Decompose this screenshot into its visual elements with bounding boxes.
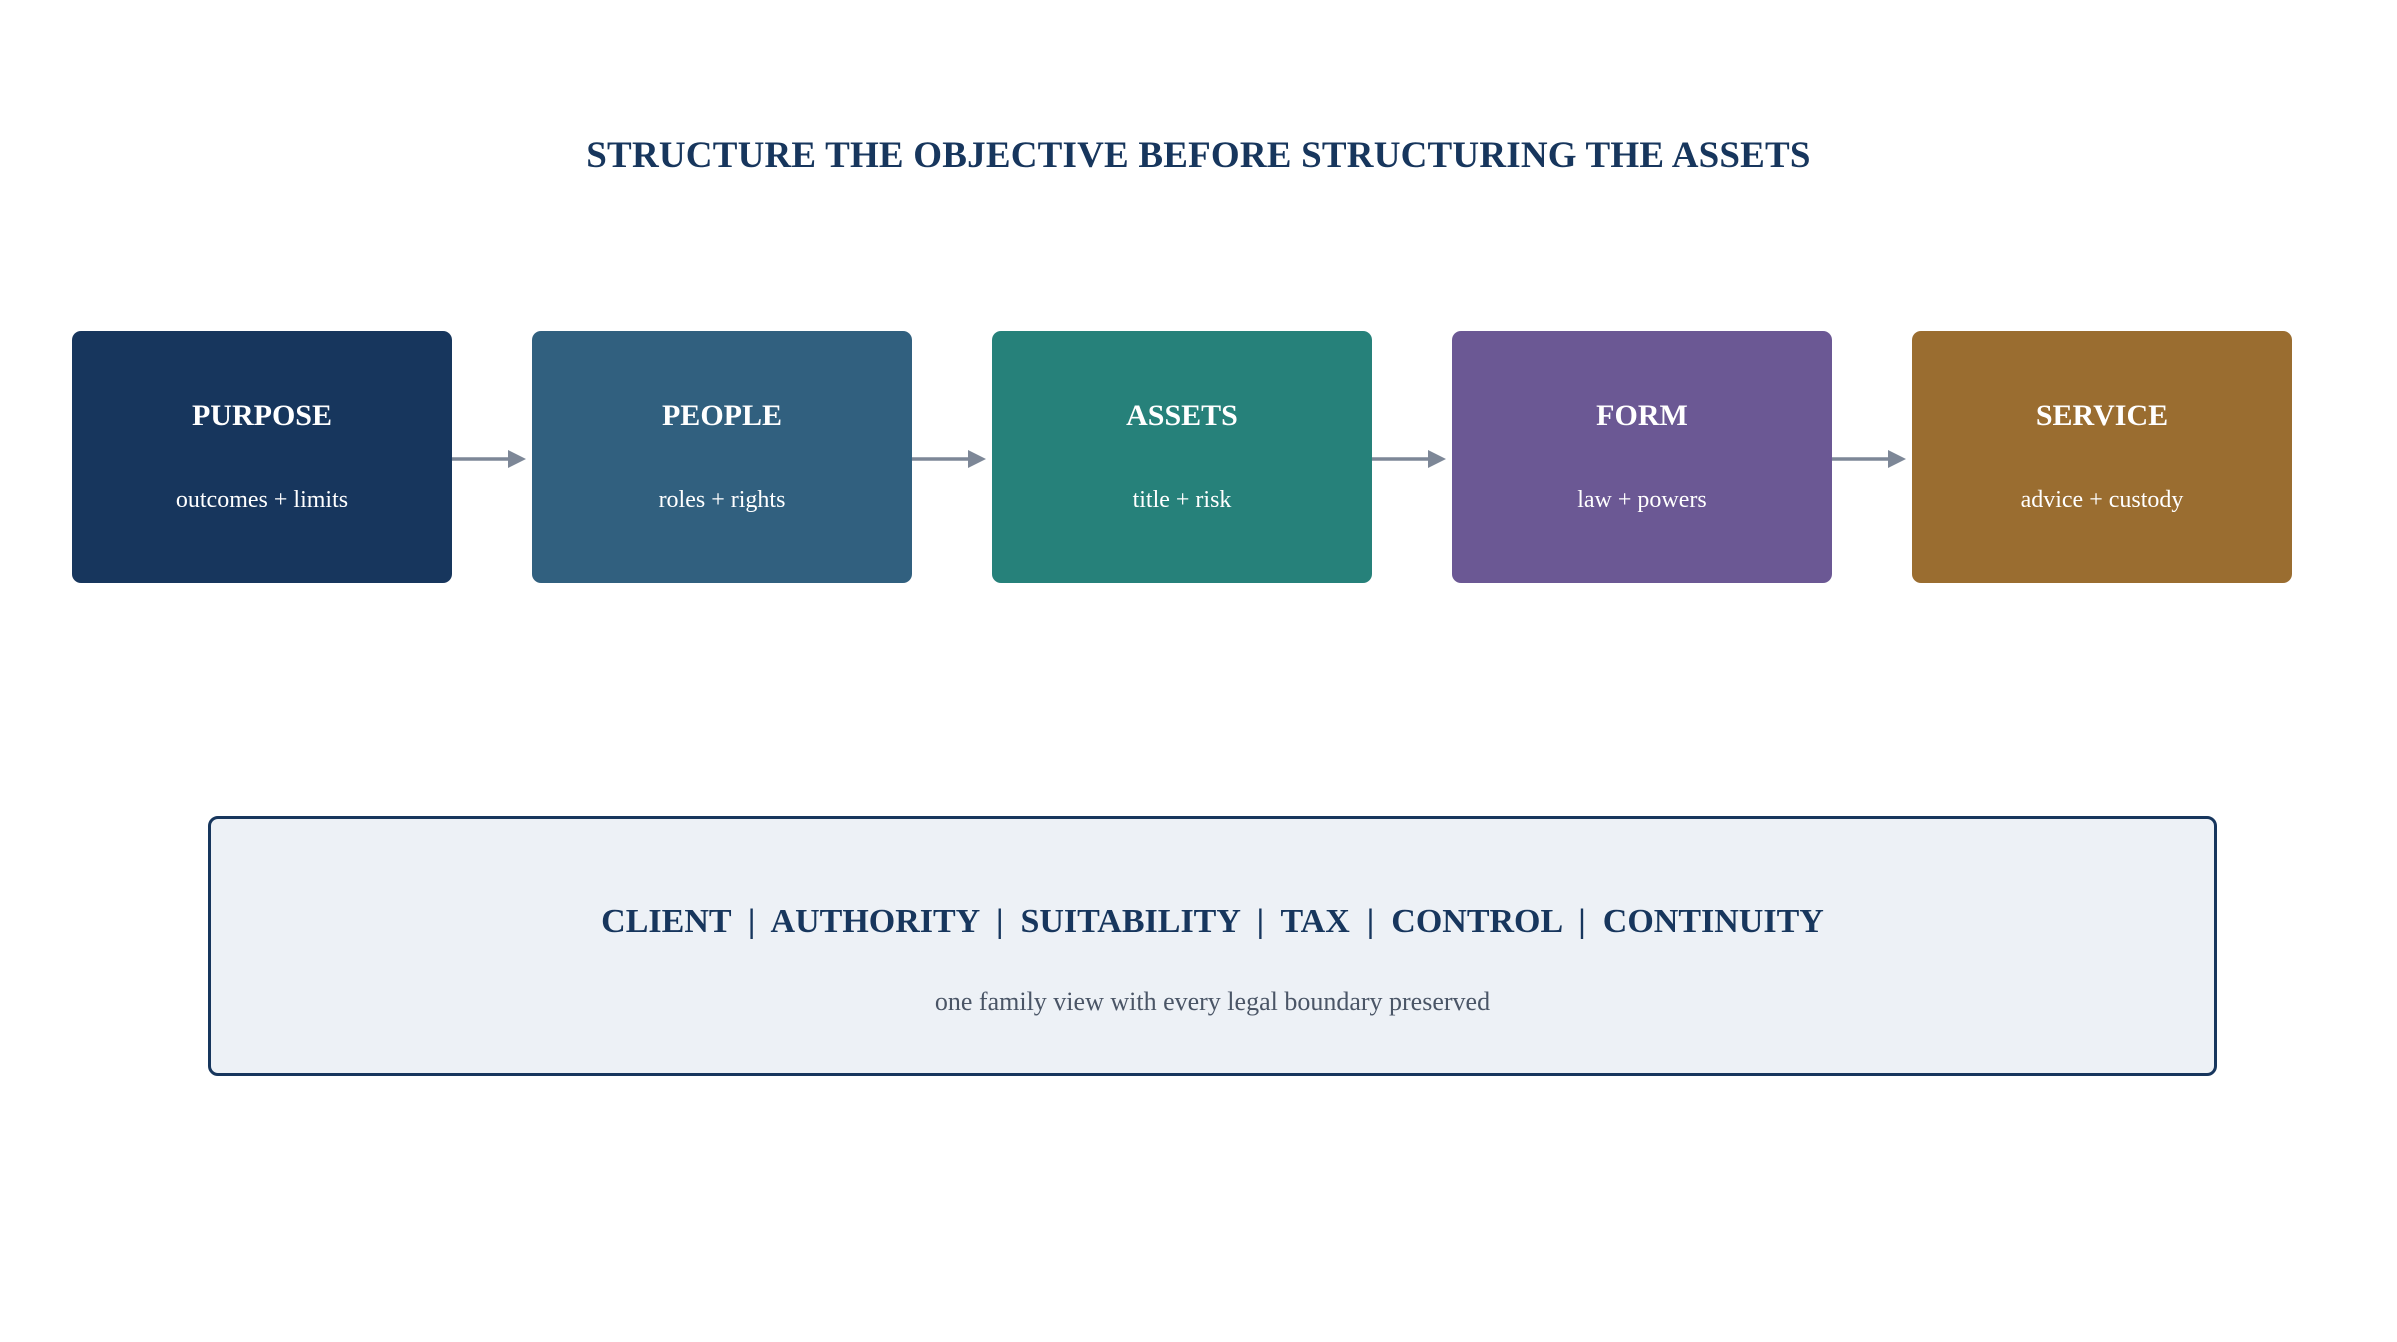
summary-title: CLIENT | AUTHORITY | SUITABILITY | TAX |… — [601, 903, 1824, 940]
step-title: FORM — [1596, 399, 1688, 432]
step-subtitle: advice + custody — [2020, 487, 2184, 513]
diagram-title: STRUCTURE THE OBJECTIVE BEFORE STRUCTURI… — [586, 135, 1811, 176]
step-subtitle: law + powers — [1577, 487, 1707, 513]
step-subtitle: title + risk — [1132, 487, 1232, 513]
summary-box: CLIENT | AUTHORITY | SUITABILITY | TAX |… — [208, 816, 2217, 1076]
step-box-assets: ASSETS title + risk — [992, 331, 1372, 583]
step-title: PURPOSE — [191, 399, 332, 432]
step-box-service: SERVICE advice + custody — [1912, 331, 2292, 583]
step-box-purpose: PURPOSE outcomes + limits — [72, 331, 452, 583]
step-subtitle: roles + rights — [658, 487, 786, 513]
step-subtitle: outcomes + limits — [175, 487, 349, 513]
arrow-form-to-service — [1832, 450, 1906, 468]
step-title: ASSETS — [1126, 399, 1238, 432]
summary-subtitle: one family view with every legal boundar… — [934, 987, 1491, 1016]
step-title: SERVICE — [2035, 399, 2169, 432]
arrow-people-to-assets — [912, 450, 986, 468]
step-title: PEOPLE — [661, 399, 782, 432]
step-box-form: FORM law + powers — [1452, 331, 1832, 583]
arrow-purpose-to-people — [452, 450, 526, 468]
step-box-people: PEOPLE roles + rights — [532, 331, 912, 583]
arrow-assets-to-form — [1372, 450, 1446, 468]
